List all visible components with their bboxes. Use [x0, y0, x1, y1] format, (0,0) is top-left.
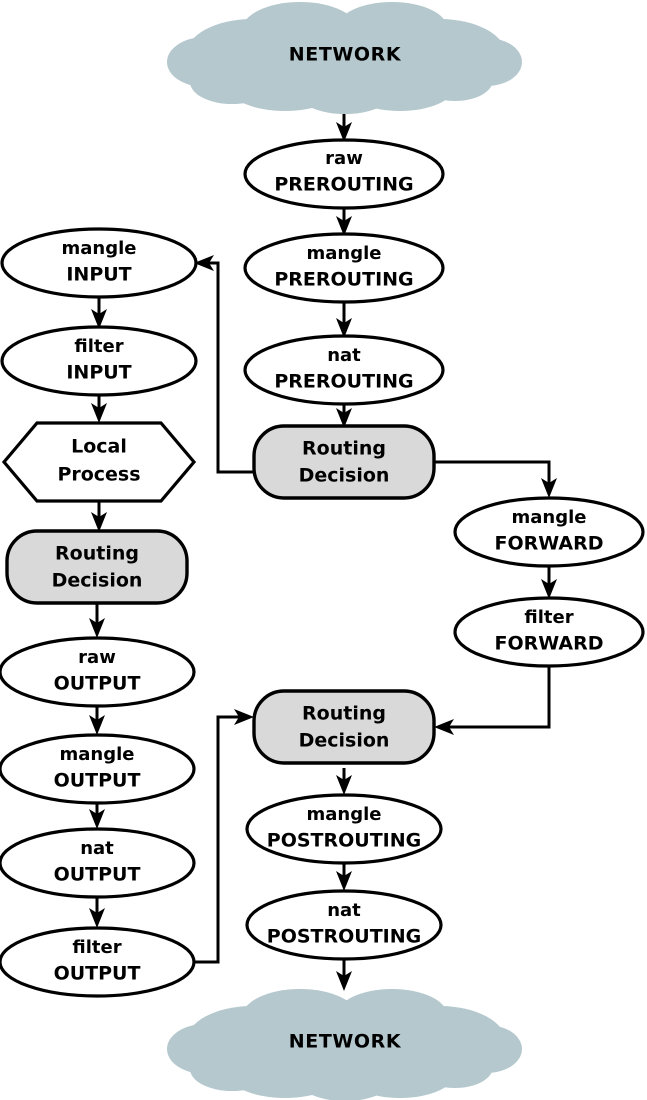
edge-mangle-prerouting-to-nat-prerouting [336, 302, 352, 338]
node-nat-output-line1: nat [80, 838, 114, 859]
node-mangle-input-line1: mangle [62, 238, 137, 259]
node-routing-decision-3: Routing Decision [252, 689, 436, 765]
node-raw-output-line1: raw [78, 647, 116, 668]
edge-mangle-forward-to-filter-forward [541, 566, 557, 599]
node-routing-decision-1: Routing Decision [252, 424, 436, 500]
node-routing-decision-3-line2: Decision [299, 730, 390, 752]
node-nat-postrouting: nat POSTROUTING [245, 889, 443, 961]
edge-routing-decision-2-to-raw-output [89, 603, 105, 638]
node-nat-prerouting-line1: nat [327, 345, 361, 366]
edge-routing-decision-1-to-mangle-input [194, 255, 254, 474]
node-nat-output-line2: OUTPUT [54, 864, 141, 886]
edge-nat-output-to-filter-output [89, 897, 105, 928]
node-raw-prerouting-line1: raw [325, 148, 363, 169]
edge-nat-prerouting-to-routing-decision-1 [336, 404, 352, 428]
node-nat-postrouting-line2: POSTROUTING [267, 926, 421, 948]
node-routing-decision-2: Routing Decision [5, 529, 189, 605]
node-raw-prerouting-line2: PREROUTING [274, 174, 413, 196]
edge-mangle-output-to-nat-output [89, 803, 105, 829]
node-routing-decision-1-line1: Routing [302, 438, 386, 460]
edge-filter-input-to-local-process [91, 395, 107, 423]
node-network-in-label: NETWORK [289, 44, 402, 66]
node-mangle-forward: mangle FORWARD [453, 496, 645, 568]
node-filter-output: filter OUTPUT [0, 926, 196, 998]
edge-local-process-to-routing-decision-2 [91, 501, 107, 532]
node-raw-prerouting: raw PREROUTING [243, 138, 445, 210]
node-filter-forward-line1: filter [524, 607, 573, 628]
node-mangle-postrouting: mangle POSTROUTING [245, 793, 443, 865]
node-mangle-forward-line1: mangle [512, 507, 587, 528]
node-network-out: NETWORK [167, 989, 522, 1100]
node-filter-output-line2: OUTPUT [54, 963, 141, 985]
node-mangle-input: mangle INPUT [0, 227, 198, 299]
edge-filter-output-to-routing-decision-3 [194, 709, 254, 964]
node-filter-input-line1: filter [74, 336, 123, 357]
edge-routing-decision-3-to-mangle-postrouting [336, 768, 352, 795]
node-nat-postrouting-line1: nat [327, 900, 361, 921]
node-mangle-input-line2: INPUT [66, 264, 131, 286]
node-routing-decision-3-line1: Routing [302, 703, 386, 725]
node-nat-output: nat OUTPUT [0, 827, 196, 899]
node-local-process: Local Process [1, 421, 197, 503]
node-mangle-prerouting-line2: PREROUTING [274, 269, 413, 291]
edge-raw-output-to-mangle-output [89, 706, 105, 735]
node-mangle-forward-line2: FORWARD [495, 533, 604, 555]
node-filter-input: filter INPUT [0, 325, 198, 397]
node-filter-forward-line2: FORWARD [495, 633, 604, 655]
node-mangle-output-line1: mangle [60, 744, 135, 765]
edge-routing-decision-1-to-mangle-forward [434, 460, 557, 498]
node-raw-output-line2: OUTPUT [54, 673, 141, 695]
node-mangle-output: mangle OUTPUT [0, 733, 196, 805]
node-routing-decision-1-line2: Decision [299, 465, 390, 487]
edge-mangle-postrouting-to-nat-postrouting [336, 863, 352, 891]
node-network-out-label: NETWORK [289, 1031, 402, 1053]
node-routing-decision-2-line2: Decision [52, 570, 143, 592]
node-nat-prerouting-line2: PREROUTING [274, 371, 413, 393]
edge-mangle-input-to-filter-input [91, 297, 107, 329]
edge-nat-postrouting-to-network-out [336, 959, 352, 991]
node-mangle-postrouting-line2: POSTROUTING [267, 830, 421, 852]
node-mangle-prerouting: mangle PREROUTING [243, 232, 445, 304]
node-routing-decision-2-line1: Routing [55, 543, 139, 565]
node-local-process-line2: Process [57, 464, 140, 486]
edge-filter-forward-to-routing-decision-3 [434, 666, 551, 735]
node-local-process-line1: Local [71, 436, 127, 458]
node-mangle-output-line2: OUTPUT [54, 770, 141, 792]
node-filter-input-line2: INPUT [66, 362, 131, 384]
node-filter-output-line1: filter [72, 937, 121, 958]
edge-raw-prerouting-to-mangle-prerouting [336, 208, 352, 236]
node-mangle-prerouting-line1: mangle [307, 243, 382, 264]
node-network-in: NETWORK [167, 2, 522, 114]
node-mangle-postrouting-line1: mangle [307, 804, 382, 825]
node-filter-forward: filter FORWARD [453, 596, 645, 668]
node-raw-output: raw OUTPUT [0, 636, 196, 708]
node-nat-prerouting: nat PREROUTING [243, 334, 445, 406]
